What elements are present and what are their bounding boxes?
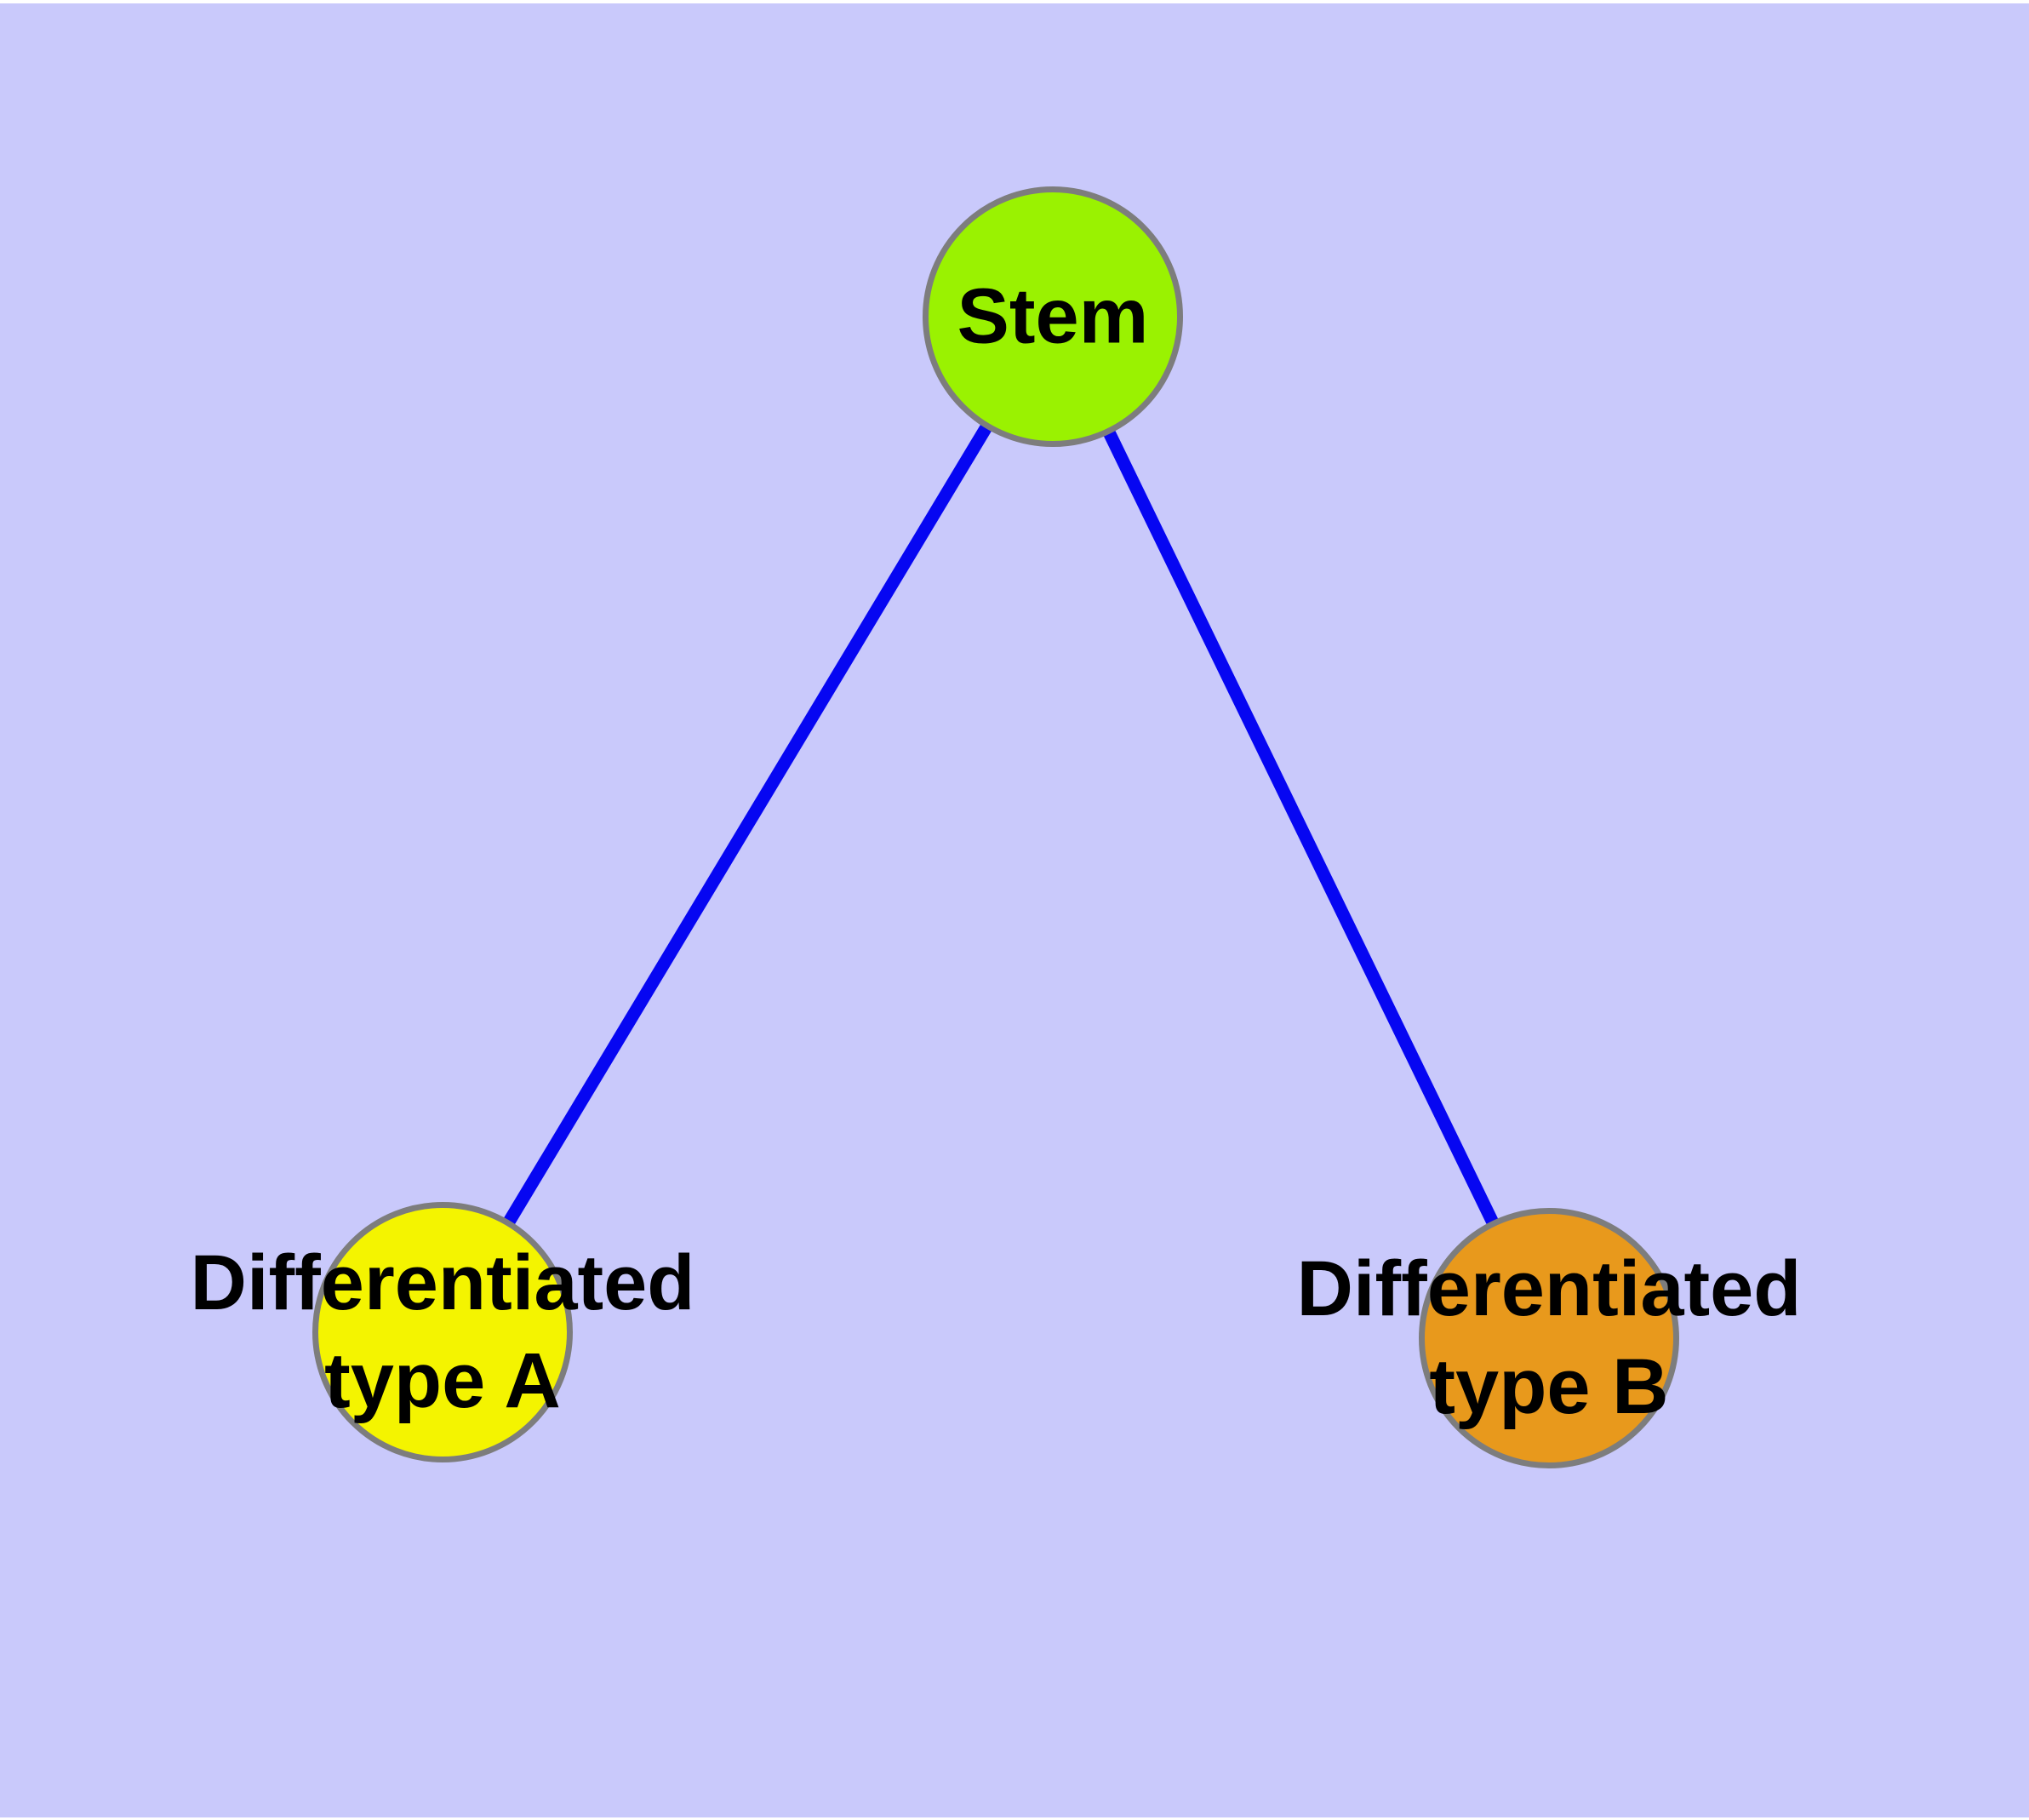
edge-stem-to-type-a	[437, 313, 1059, 1336]
node-differentiated-type-b-label: Differentiated type B	[1296, 1245, 1802, 1430]
node-differentiated-type-a-label: Differentiated type A	[190, 1239, 695, 1424]
node-differentiated-type-a	[312, 1202, 573, 1462]
node-stem	[923, 186, 1183, 447]
node-stem-label: Stem	[957, 272, 1149, 360]
node-differentiated-type-b	[1419, 1208, 1679, 1468]
edge-stem-to-type-b	[1047, 313, 1555, 1342]
